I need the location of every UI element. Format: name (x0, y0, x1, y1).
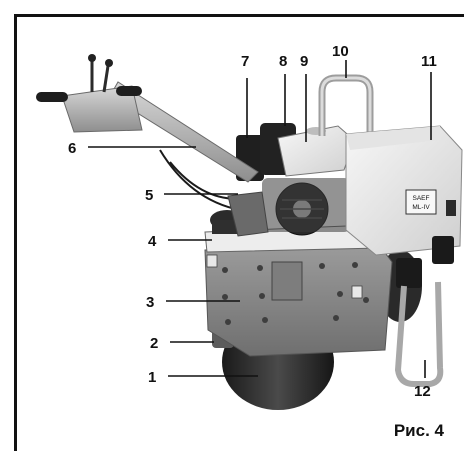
rubber-mount-right (432, 236, 454, 264)
callout-7: 7 (241, 53, 249, 70)
frame-tag-left (206, 254, 218, 268)
callout-8: 8 (279, 53, 287, 70)
frame-border-top (14, 14, 464, 17)
frame-bracket (271, 261, 303, 301)
callout-3: 3 (146, 294, 154, 311)
callout-11: 11 (421, 53, 437, 70)
handle-pivot (227, 191, 269, 237)
callout-6: 6 (68, 140, 76, 157)
hood-vent (446, 200, 456, 216)
nameplate: SAEF ML-IV (405, 189, 437, 215)
grip-left (36, 92, 68, 102)
callout-numbers: 1 2 3 4 5 6 7 8 9 10 11 12 (68, 43, 437, 400)
callout-5: 5 (145, 187, 153, 204)
nameplate-line-2: ML-IV (412, 204, 430, 211)
callout-10: 10 (332, 43, 349, 60)
lever-knob-right (105, 59, 113, 67)
leader-lines (88, 60, 432, 378)
transport-handle (394, 281, 444, 387)
callout-4: 4 (148, 233, 157, 250)
nameplate-line-1: SAEF (413, 195, 430, 202)
frame-tag-right (351, 285, 363, 299)
lever-knob-left (88, 54, 96, 62)
frame-border-left (14, 14, 17, 451)
callout-2: 2 (150, 335, 158, 352)
throttle-levers (90, 60, 110, 93)
handle-bar (109, 81, 259, 183)
figure-caption: Рис. 4 (393, 421, 444, 440)
callout-9: 9 (300, 53, 308, 70)
handle-head (61, 85, 143, 133)
callout-1: 1 (148, 369, 156, 386)
frame-bolts (222, 262, 369, 325)
engine-block (262, 178, 350, 232)
rubber-mount-left (396, 258, 422, 288)
callout-12: 12 (414, 383, 431, 400)
grip-right (116, 86, 142, 96)
